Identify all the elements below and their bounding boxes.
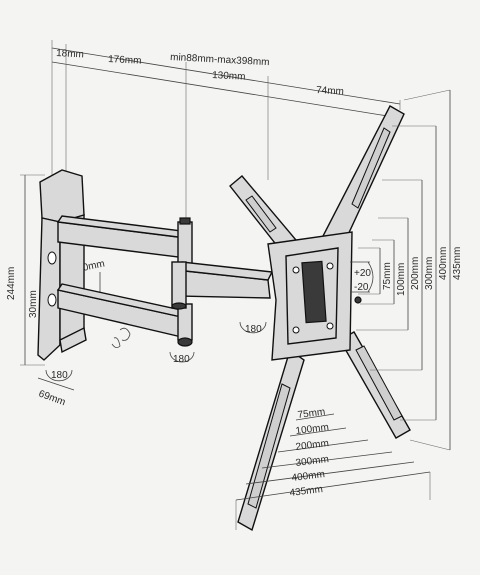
h-spacing-400: 400mm (291, 469, 325, 484)
h-spacing-200: 200mm (295, 438, 329, 453)
dim-top-130: 130mm (212, 70, 246, 83)
rotation-indicators (45, 321, 267, 382)
lower-arm (56, 283, 193, 348)
wall-plate (37, 169, 87, 361)
v-spacing-200: 200mm (410, 257, 421, 290)
dim-top-range: min88mm-max398mm (170, 52, 270, 68)
v-spacing-300: 300mm (424, 257, 435, 290)
vesa-plate (229, 105, 411, 532)
upper-arm (56, 215, 193, 271)
dim-top-74: 74mm (316, 85, 344, 97)
dim-height-244: 244mm (6, 267, 17, 300)
dim-arm-30: 30mm (28, 290, 39, 318)
vertical-spacing-brackets (356, 89, 451, 451)
tilt-down: -20 (354, 282, 369, 293)
tilt-up: +20 (354, 268, 371, 279)
dim-depth-69: 69mm (37, 388, 67, 408)
rotation-plate: 180 (245, 324, 262, 335)
rotation-wall: 180 (51, 370, 68, 381)
rotation-elbow: 180 (173, 354, 190, 365)
h-spacing-300: 300mm (295, 454, 329, 469)
middle-arm (171, 261, 274, 310)
v-spacing-75: 75mm (382, 262, 393, 290)
v-spacing-100: 100mm (396, 263, 407, 296)
dim-top-176: 176mm (108, 54, 142, 67)
h-spacing-100: 100mm (295, 422, 329, 437)
v-spacing-435: 435mm (452, 247, 463, 280)
v-spacing-400: 400mm (438, 247, 449, 280)
horizontal-spacing-brackets (235, 413, 431, 530)
h-spacing-75: 75mm (297, 407, 326, 421)
h-spacing-435: 435mm (289, 484, 323, 499)
top-dimension-lines (51, 40, 401, 225)
tilt-indicator (350, 261, 374, 293)
dim-top-18: 18mm (56, 48, 84, 60)
